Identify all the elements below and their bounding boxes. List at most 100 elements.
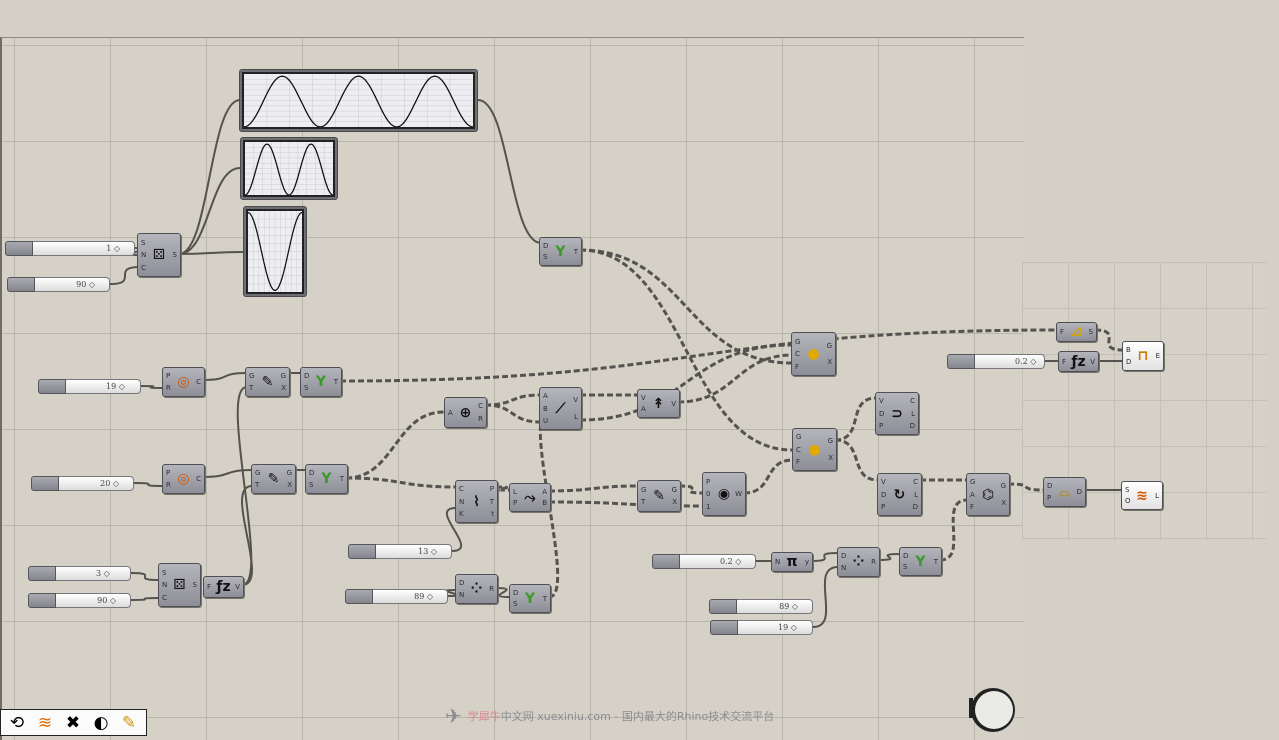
slider-grip[interactable]	[38, 379, 66, 394]
slider-handle-icon[interactable]: ◇	[112, 479, 119, 488]
output-port[interactable]: W	[735, 490, 742, 498]
output-port[interactable]: X	[287, 481, 292, 489]
output-port[interactable]: T	[573, 247, 578, 256]
grasshopper-canvas[interactable]	[0, 37, 1024, 740]
input-port[interactable]: S	[309, 481, 314, 489]
input-port[interactable]: D	[513, 588, 519, 597]
input-port[interactable]: D	[543, 241, 549, 250]
output-port[interactable]: G	[1000, 482, 1006, 491]
input-port[interactable]: F	[1062, 357, 1067, 366]
input-port[interactable]: C	[795, 350, 800, 358]
input-port[interactable]: P	[706, 477, 711, 486]
input-port[interactable]: B	[543, 404, 548, 413]
output-port[interactable]: C	[196, 475, 201, 483]
slider-track[interactable]: 89 ◇	[373, 589, 448, 604]
input-port[interactable]: P	[1047, 494, 1052, 502]
output-port[interactable]: S	[172, 251, 177, 259]
output-port[interactable]: R	[871, 558, 876, 566]
slider-track[interactable]: 13 ◇	[376, 544, 452, 559]
input-port[interactable]: D	[309, 469, 315, 477]
output-port[interactable]: S	[192, 581, 197, 589]
output-port[interactable]: V	[1090, 357, 1095, 366]
slider-grip[interactable]	[31, 476, 59, 491]
output-port[interactable]: X	[828, 453, 833, 462]
output-port[interactable]: T	[542, 594, 547, 603]
input-port[interactable]: F	[207, 583, 212, 591]
output-port[interactable]: X	[672, 498, 677, 507]
input-port[interactable]: B	[1126, 346, 1131, 354]
slider-track[interactable]: 90 ◇	[35, 277, 110, 292]
output-port[interactable]: V	[573, 396, 578, 405]
number-slider[interactable]: 13 ◇	[348, 544, 452, 559]
output-port[interactable]: T	[933, 557, 938, 566]
input-port[interactable]: D	[1047, 482, 1053, 490]
output-port[interactable]: B	[542, 499, 547, 508]
pen-tool-icon[interactable]: ✎	[121, 712, 137, 733]
output-port[interactable]: L	[574, 412, 578, 421]
number-slider[interactable]: 20 ◇	[31, 476, 134, 491]
input-port[interactable]: T	[249, 384, 254, 392]
output-port[interactable]: C	[910, 397, 915, 406]
input-port[interactable]: C	[459, 485, 464, 494]
input-port[interactable]: 0	[706, 490, 711, 498]
input-port[interactable]: S	[543, 253, 548, 262]
input-port[interactable]: T	[255, 481, 260, 489]
output-port[interactable]: T	[333, 378, 338, 386]
input-port[interactable]: S	[903, 563, 908, 572]
slider-track[interactable]: 90 ◇	[56, 593, 131, 608]
output-port[interactable]: X	[281, 384, 286, 392]
input-port[interactable]: G	[970, 478, 976, 487]
slider-handle-icon[interactable]: ◇	[791, 602, 798, 611]
output-port[interactable]: G	[827, 437, 833, 446]
slider-grip[interactable]	[5, 241, 33, 256]
input-port[interactable]: P	[513, 499, 518, 508]
input-port[interactable]: C	[141, 263, 146, 272]
output-port[interactable]: L	[1155, 491, 1159, 500]
slider-handle-icon[interactable]: ◇	[790, 623, 797, 632]
output-port[interactable]: D	[909, 421, 915, 430]
slider-handle-icon[interactable]: ◇	[430, 547, 437, 556]
slider-handle-icon[interactable]: ◇	[103, 569, 110, 578]
number-slider[interactable]: 19 ◇	[38, 379, 141, 394]
number-slider[interactable]: 90 ◇	[7, 277, 110, 292]
number-slider[interactable]: 1 ◇	[5, 241, 135, 256]
input-port[interactable]: A	[448, 408, 453, 417]
input-port[interactable]: D	[879, 409, 885, 418]
output-port[interactable]: T	[489, 497, 494, 506]
input-port[interactable]: V	[641, 393, 646, 402]
input-port[interactable]: D	[881, 490, 887, 499]
output-port[interactable]: R	[478, 414, 483, 423]
number-slider[interactable]: 0.2 ◇	[947, 354, 1045, 369]
slider-grip[interactable]	[28, 593, 56, 608]
output-port[interactable]: P	[489, 485, 494, 494]
slider-grip[interactable]	[348, 544, 376, 559]
output-port[interactable]: D	[912, 502, 918, 511]
input-port[interactable]: N	[162, 581, 168, 589]
graph-mapper[interactable]	[243, 206, 307, 297]
output-port[interactable]: T	[339, 475, 344, 483]
slider-track[interactable]: 19 ◇	[66, 379, 141, 394]
input-port[interactable]: P	[881, 502, 886, 511]
slider-track[interactable]: 1 ◇	[33, 241, 135, 256]
input-port[interactable]: G	[796, 433, 802, 442]
input-port[interactable]: R	[166, 481, 171, 489]
input-port[interactable]: O	[1125, 497, 1131, 506]
input-port[interactable]: T	[641, 498, 646, 507]
slider-handle-icon[interactable]: ◇	[113, 244, 120, 253]
